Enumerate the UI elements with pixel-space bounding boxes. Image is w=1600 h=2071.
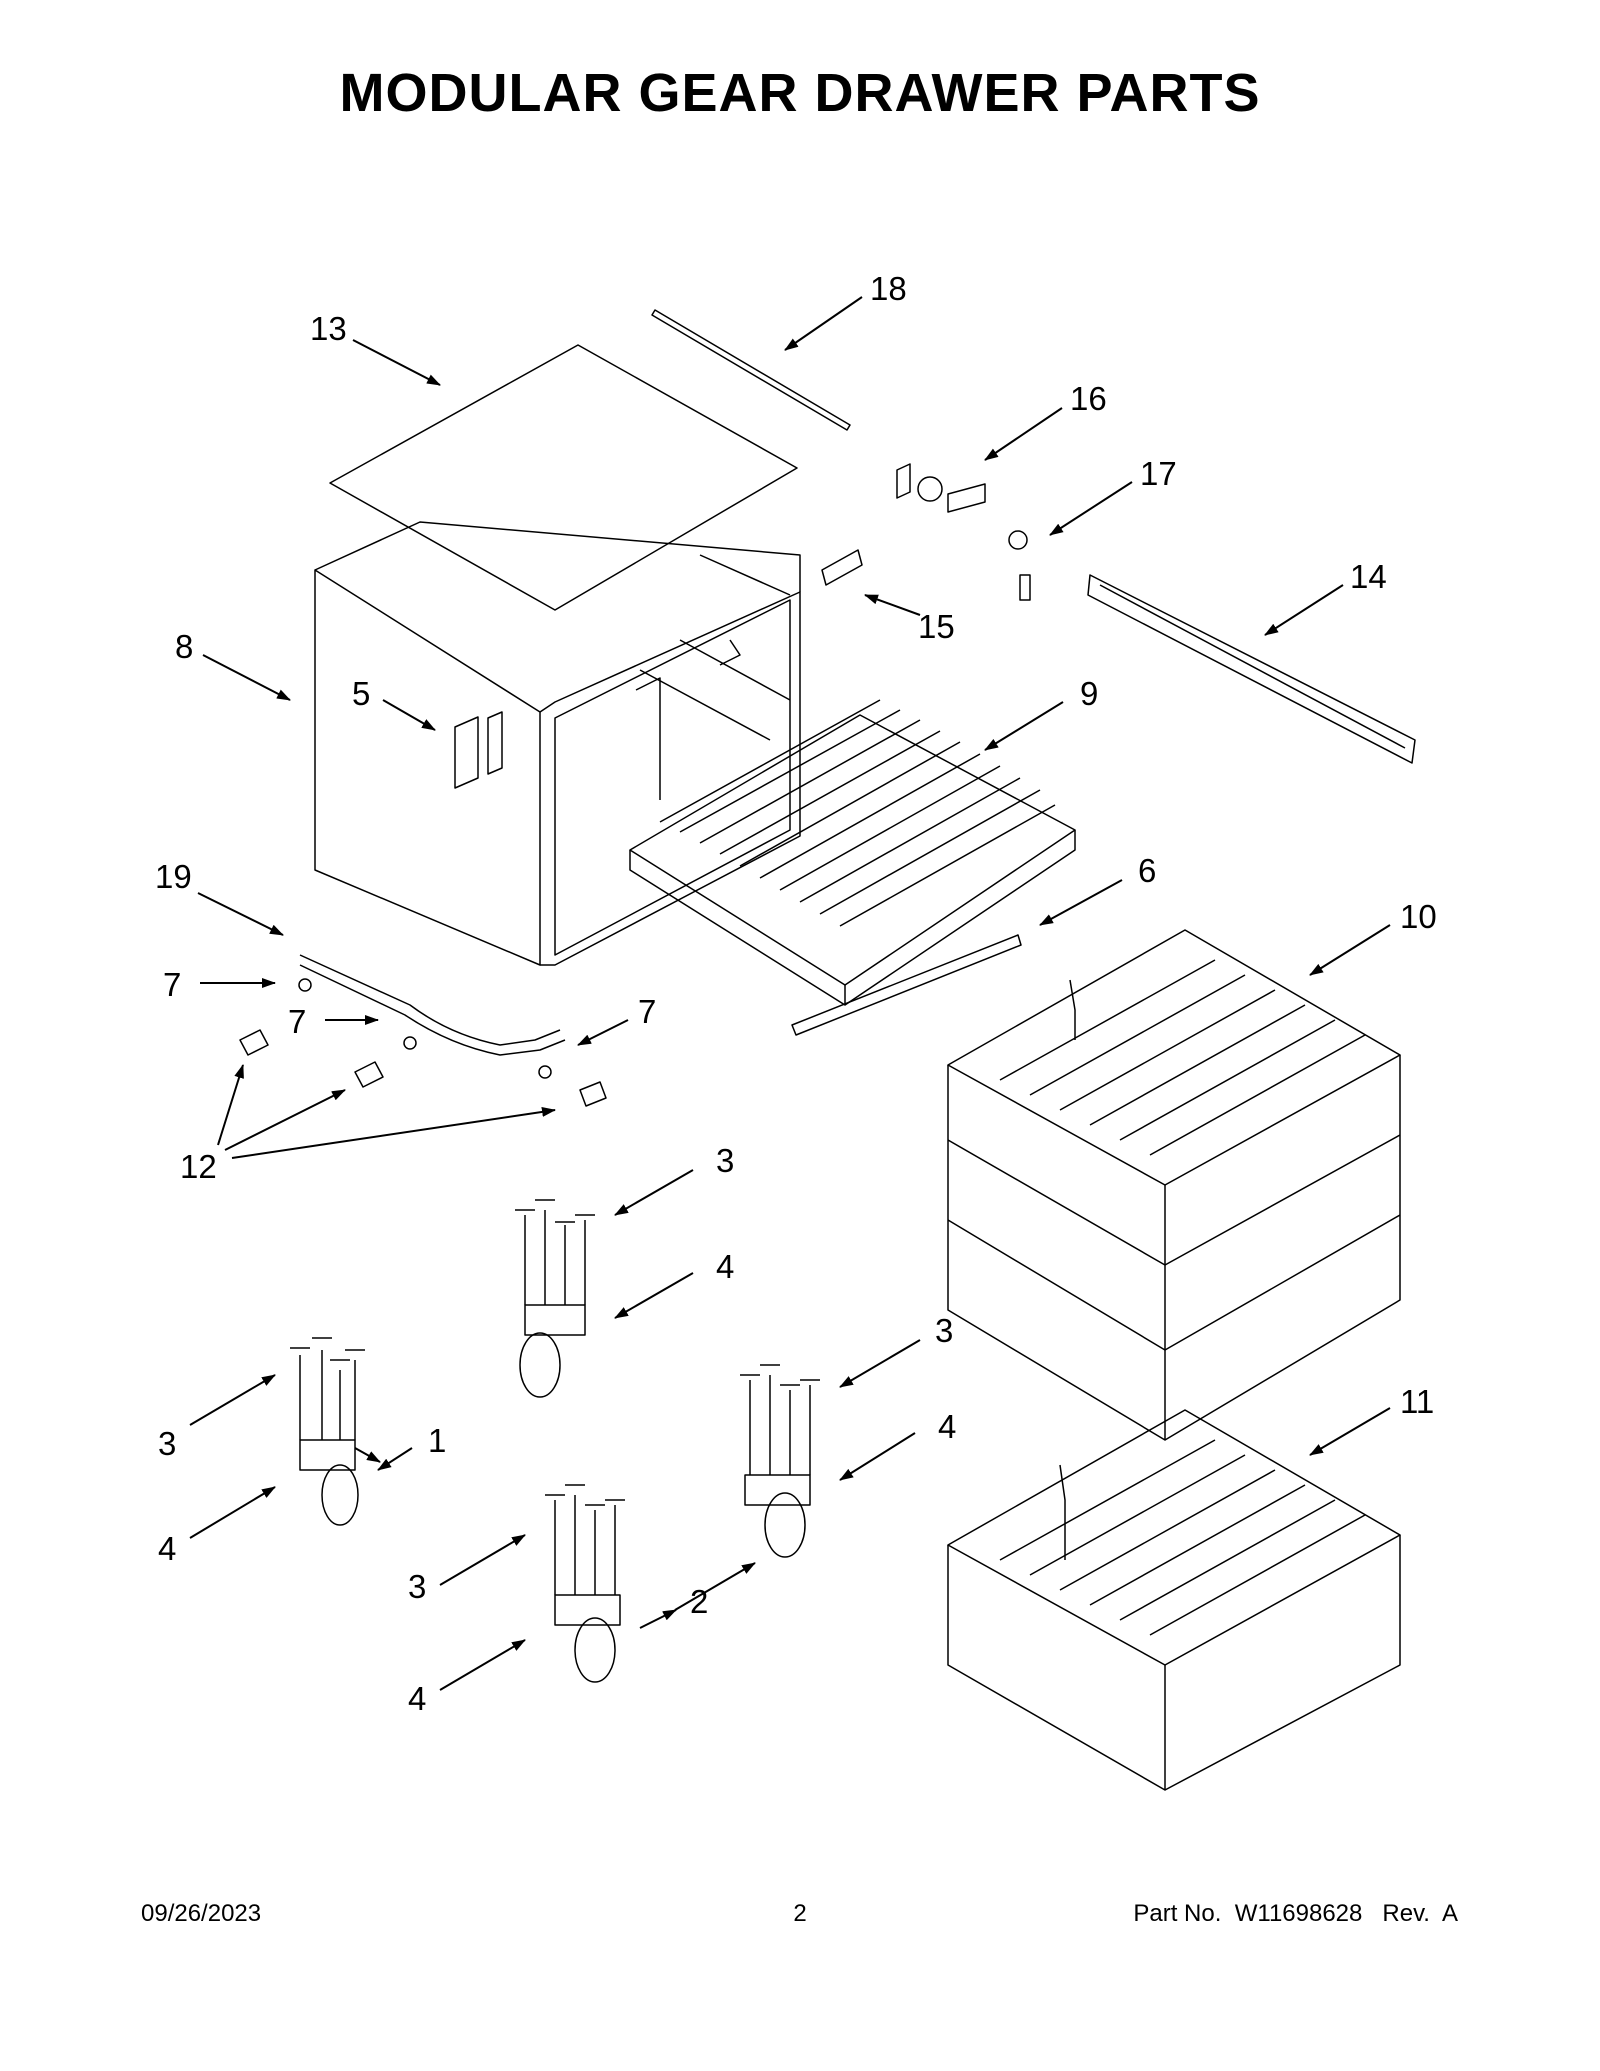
slide-rail	[1087, 574, 1416, 764]
callout-4: 4	[716, 1248, 734, 1285]
callout-15: 15	[918, 608, 955, 645]
callout-9: 9	[1080, 675, 1098, 712]
drawer-stack	[947, 929, 1401, 1441]
callout-5: 5	[352, 675, 370, 712]
top-panel	[329, 344, 798, 611]
callout-17: 17	[1140, 455, 1177, 492]
part-number: W11698628	[1234, 1900, 1363, 1927]
caster-assembly-1	[290, 1337, 365, 1526]
rear-bar	[791, 934, 1022, 1036]
callout-10: 10	[1400, 898, 1437, 935]
callout-19: 19	[155, 858, 192, 895]
callout-1: 1	[428, 1422, 446, 1459]
cabinet-body	[314, 521, 801, 966]
callout-7: 7	[638, 993, 656, 1030]
caster-assembly-3	[740, 1364, 820, 1558]
page-title: MODULAR GEAR DRAWER PARTS	[339, 63, 1261, 123]
callout-3: 3	[408, 1568, 426, 1605]
caster-assembly-2	[515, 1199, 595, 1398]
callout-3: 3	[935, 1312, 953, 1349]
caster-assembly-4	[545, 1484, 625, 1683]
tray-drawer	[629, 639, 1076, 1006]
revision-label: Rev.	[1382, 1900, 1430, 1927]
callout-7: 7	[163, 966, 181, 1003]
handle-bar	[299, 954, 566, 1056]
label-plate	[821, 549, 863, 586]
callout-4: 4	[408, 1680, 426, 1717]
callout-18: 18	[870, 270, 907, 307]
screws-and-washers	[239, 978, 607, 1107]
footer-page-number: 2	[793, 1900, 807, 1927]
callout-3: 3	[716, 1142, 734, 1179]
callout-3: 3	[158, 1425, 176, 1462]
callout-14: 14	[1350, 558, 1387, 595]
callout-11: 11	[1400, 1383, 1434, 1420]
part-number-label: Part No.	[1133, 1900, 1222, 1927]
footer-date: 09/26/2023	[141, 1900, 262, 1927]
deep-drawer	[947, 1409, 1401, 1791]
callout-12: 12	[180, 1148, 217, 1185]
rod-18	[651, 309, 851, 431]
side-handle	[454, 711, 503, 789]
callout-6: 6	[1138, 852, 1156, 889]
callout-4: 4	[158, 1530, 176, 1567]
callout-4: 4	[938, 1408, 956, 1445]
lock-parts	[896, 463, 1031, 601]
callout-2: 2	[690, 1583, 708, 1620]
callout-7: 7	[288, 1003, 306, 1040]
revision: A	[1441, 1900, 1458, 1927]
callout-16: 16	[1070, 380, 1107, 417]
footer-part-info: Part No. W11698628 Rev. A	[1133, 1900, 1458, 1928]
callout-8: 8	[175, 628, 193, 665]
callout-13: 13	[310, 310, 347, 347]
